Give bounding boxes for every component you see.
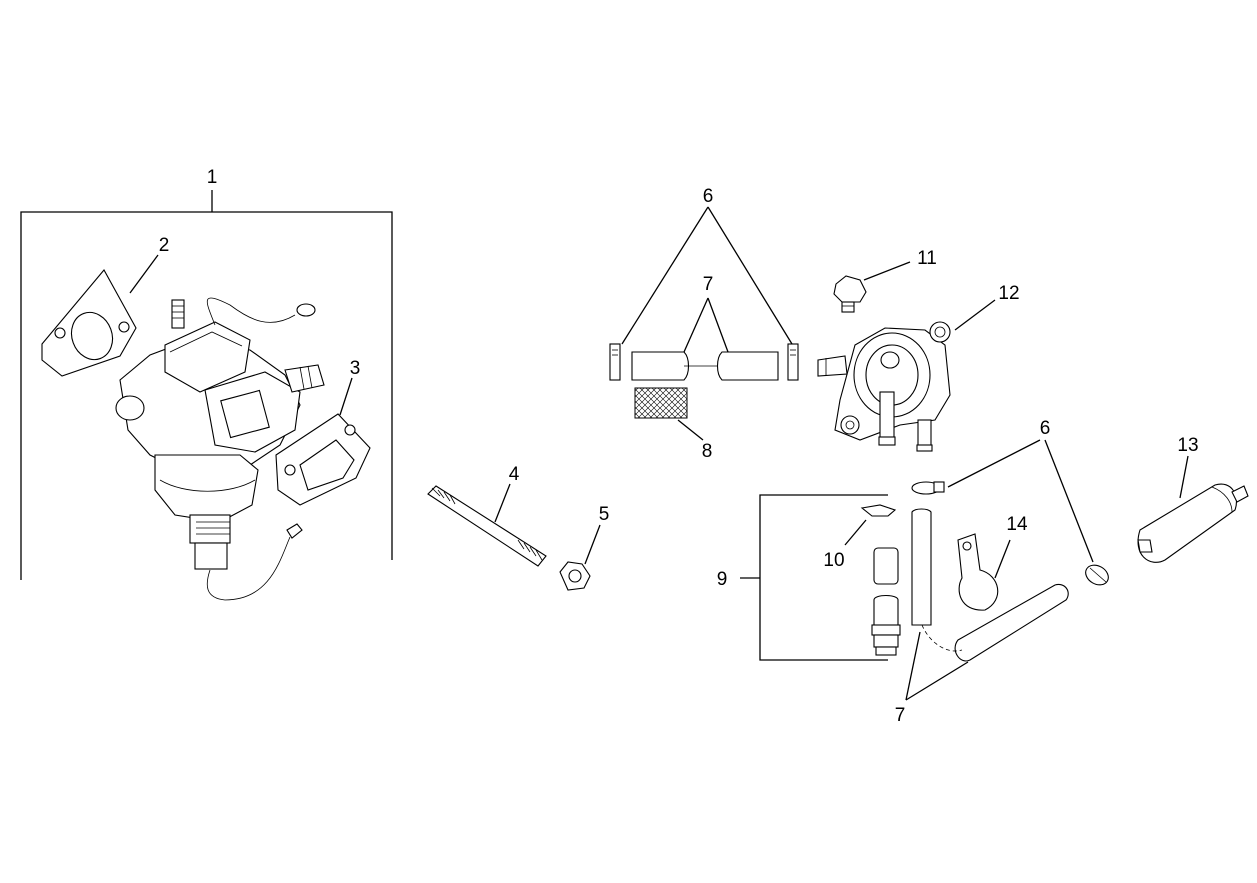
callout-13: 13 bbox=[1177, 435, 1198, 456]
callout-12: 12 bbox=[998, 283, 1019, 304]
inline-fuel-filter-screen bbox=[634, 387, 688, 419]
callout-4: 4 bbox=[509, 464, 520, 485]
callout-10: 10 bbox=[823, 550, 844, 571]
callout-1: 1 bbox=[207, 167, 218, 188]
group-1-bracket bbox=[20, 211, 393, 580]
carburetor-assembly-group: 1 2 bbox=[20, 167, 393, 601]
check-valve-parts bbox=[871, 547, 901, 656]
hex-nut bbox=[559, 561, 591, 591]
upper-fuel-line-group: 6 7 8 bbox=[609, 186, 799, 462]
callout-14: 14 bbox=[1006, 514, 1028, 535]
fuel-hose-upper bbox=[631, 351, 779, 381]
callout-6-lower: 6 bbox=[1040, 418, 1051, 439]
hose-clamp-left bbox=[609, 343, 621, 381]
callout-11: 11 bbox=[917, 248, 937, 269]
callout-5: 5 bbox=[599, 504, 610, 525]
fuel-filter bbox=[1137, 483, 1249, 563]
group-9-bracket bbox=[759, 494, 888, 661]
hose-clamp-lower bbox=[1085, 564, 1109, 586]
fuel-hose-vertical bbox=[911, 508, 932, 626]
callout-3: 3 bbox=[350, 358, 361, 379]
hose-retaining-clip bbox=[957, 533, 999, 611]
mounting-stud bbox=[427, 485, 547, 567]
hose-clamp-right bbox=[787, 343, 799, 381]
small-hose-clamp bbox=[860, 504, 897, 517]
intake-gasket bbox=[275, 413, 371, 506]
fuel-pump-fitting bbox=[833, 275, 867, 313]
fuel-pump bbox=[817, 321, 951, 452]
callout-9: 9 bbox=[717, 569, 728, 590]
callout-8: 8 bbox=[702, 441, 713, 462]
carburetor-body bbox=[115, 297, 325, 601]
lower-fuel-line-group: 6 9 10 bbox=[717, 418, 1109, 726]
callout-7-lower: 7 bbox=[895, 705, 906, 726]
carburetor-gasket bbox=[41, 269, 137, 377]
callout-7-upper: 7 bbox=[703, 274, 714, 295]
callout-2: 2 bbox=[159, 235, 170, 256]
callout-6-upper: 6 bbox=[703, 186, 714, 207]
hose-clamp-upper bbox=[911, 481, 945, 495]
